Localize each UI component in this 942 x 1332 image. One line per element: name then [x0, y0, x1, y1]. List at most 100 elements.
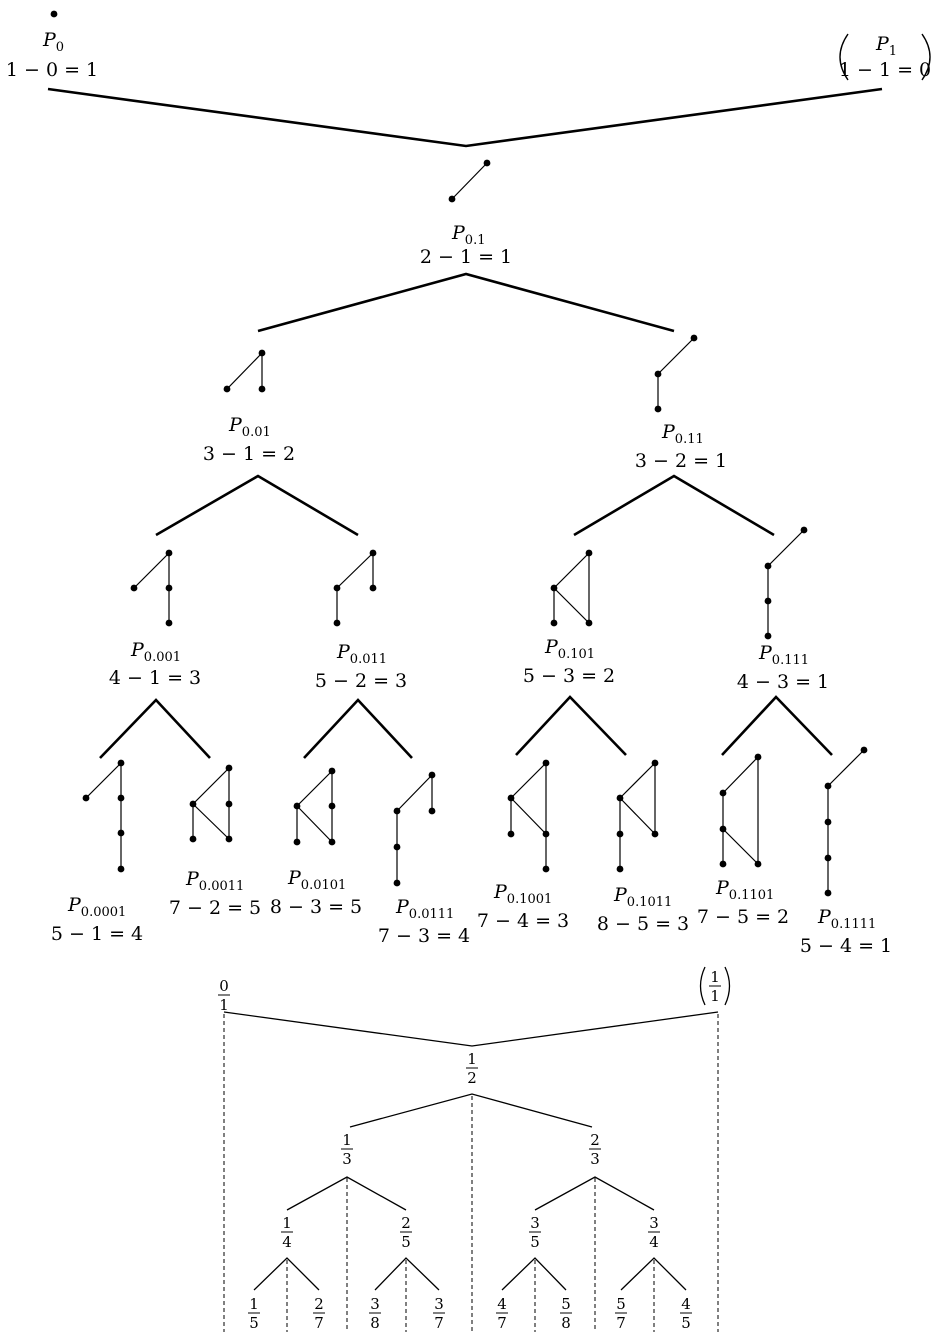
poset-vertex — [616, 830, 624, 838]
node-formula: 7 − 5 = 2 — [697, 906, 789, 928]
node-label-0-01: P0.013 − 1 = 2 — [203, 414, 295, 465]
fraction-numerator: 1 — [282, 1214, 292, 1232]
fraction-denominator: 4 — [282, 1233, 292, 1251]
poset-vertex — [754, 860, 762, 868]
poset-vertex — [719, 860, 727, 868]
node-prefix: P — [42, 29, 57, 51]
node-name: P0.1001 — [493, 881, 552, 907]
node-name: P0.101 — [544, 636, 595, 662]
fraction-denominator: 8 — [370, 1314, 380, 1332]
poset-vertex — [616, 794, 624, 802]
fraction-branch-3 — [534, 1176, 655, 1211]
node-formula: 5 − 3 = 2 — [523, 665, 615, 687]
fraction-numerator: 3 — [434, 1295, 444, 1313]
node-label-1: P11 − 1 = 0 — [839, 33, 931, 81]
node-formula: 1 − 0 = 1 — [6, 59, 98, 81]
node-name: P0.1011 — [613, 884, 672, 910]
poset-0-1101 — [719, 753, 762, 868]
poset-vertex — [651, 759, 659, 767]
fraction-numerator: 1 — [342, 1131, 352, 1149]
node-prefix: P — [185, 868, 200, 890]
poset-0-011 — [333, 549, 377, 627]
node-name: P0.11 — [661, 421, 704, 447]
node-prefix: P — [336, 641, 351, 663]
poset-vertex — [507, 794, 515, 802]
fraction-denominator: 2 — [467, 1069, 477, 1087]
node-formula: 2 − 1 = 1 — [420, 246, 512, 268]
node-name: P0.011 — [336, 641, 387, 667]
node-subscript: 0.0001 — [81, 905, 127, 920]
fraction-2-5: 25 — [400, 1214, 412, 1251]
fraction-branch-1 — [349, 1093, 593, 1128]
tree-edges — [47, 87, 883, 759]
poset-edge — [451, 162, 488, 200]
fraction-numerator: 0 — [219, 977, 229, 995]
poset-vertex — [223, 385, 231, 393]
poset-edge — [85, 762, 122, 799]
poset-edge — [553, 552, 590, 589]
node-prefix: P — [613, 884, 628, 906]
node-formula: 8 − 3 = 5 — [270, 896, 362, 918]
node-name: P0.111 — [758, 642, 809, 668]
fraction-denominator: 8 — [561, 1314, 571, 1332]
poset-edge — [767, 529, 805, 567]
node-formula: 7 − 4 = 3 — [477, 910, 569, 932]
poset-vertex — [428, 807, 436, 815]
fraction-numerator: 2 — [590, 1131, 600, 1149]
node-formula: 8 − 5 = 3 — [597, 913, 689, 935]
node-subscript: 0.1011 — [627, 895, 673, 910]
node-name: P0.1 — [451, 222, 485, 248]
fraction-5-7: 57 — [615, 1295, 627, 1332]
tree-branch-2 — [155, 474, 359, 537]
fraction-3-8: 38 — [369, 1295, 381, 1332]
node-prefix: P — [715, 877, 730, 899]
node-formula: 5 − 4 = 1 — [800, 935, 892, 957]
node-formula: 5 − 2 = 3 — [315, 670, 407, 692]
poset-vertex — [654, 405, 662, 413]
fraction-numerator: 2 — [401, 1214, 411, 1232]
poset-vertex — [824, 889, 832, 897]
fraction-numerator: 5 — [561, 1295, 571, 1313]
poset-vertex — [293, 838, 301, 846]
node-name: P0.01 — [228, 414, 271, 440]
poset-vertex — [328, 838, 336, 846]
fraction-denominator: 5 — [681, 1314, 691, 1332]
poset-0-101 — [550, 549, 593, 627]
fraction-denominator: 3 — [590, 1150, 600, 1168]
node-subscript: 0.01 — [242, 425, 271, 440]
poset-vertex — [483, 159, 491, 167]
poset-vertex — [393, 807, 401, 815]
node-subscript: 1 — [889, 44, 897, 59]
poset-vertex — [82, 794, 90, 802]
poset-vertex — [225, 800, 233, 808]
fraction-3-5: 35 — [529, 1214, 541, 1251]
poset-vertex — [165, 584, 173, 592]
fraction-denominator: 7 — [314, 1314, 324, 1332]
poset-edge — [657, 337, 695, 375]
fraction-denominator: 7 — [434, 1314, 444, 1332]
tree-branch-5 — [303, 698, 413, 759]
node-label-0-011: P0.011 5 − 2 = 3 — [315, 641, 407, 692]
fraction-numerator: 4 — [681, 1295, 691, 1313]
fraction-numerator: 3 — [649, 1214, 659, 1232]
poset-vertex — [651, 830, 659, 838]
poset-0-0001 — [82, 759, 125, 873]
node-formula: 3 − 2 = 1 — [635, 450, 727, 472]
fraction-denominator: 7 — [497, 1314, 507, 1332]
node-prefix: P — [451, 222, 466, 244]
fraction-numerator: 2 — [314, 1295, 324, 1313]
fraction-branch-4 — [253, 1257, 320, 1291]
node-formula: 5 − 1 = 4 — [51, 923, 143, 945]
poset-edge — [192, 803, 230, 840]
tree-branch-7 — [721, 695, 833, 756]
node-prefix: P — [67, 894, 82, 916]
poset-0-111 — [764, 526, 808, 640]
fraction-numerator: 3 — [530, 1214, 540, 1232]
fraction-5-8: 58 — [560, 1295, 572, 1332]
node-label-0-1011: P0.1011 8 − 5 = 3 — [597, 884, 689, 935]
poset-edge — [133, 552, 170, 589]
poset-edge — [722, 756, 759, 794]
node-name: P0.0001 — [67, 894, 126, 920]
